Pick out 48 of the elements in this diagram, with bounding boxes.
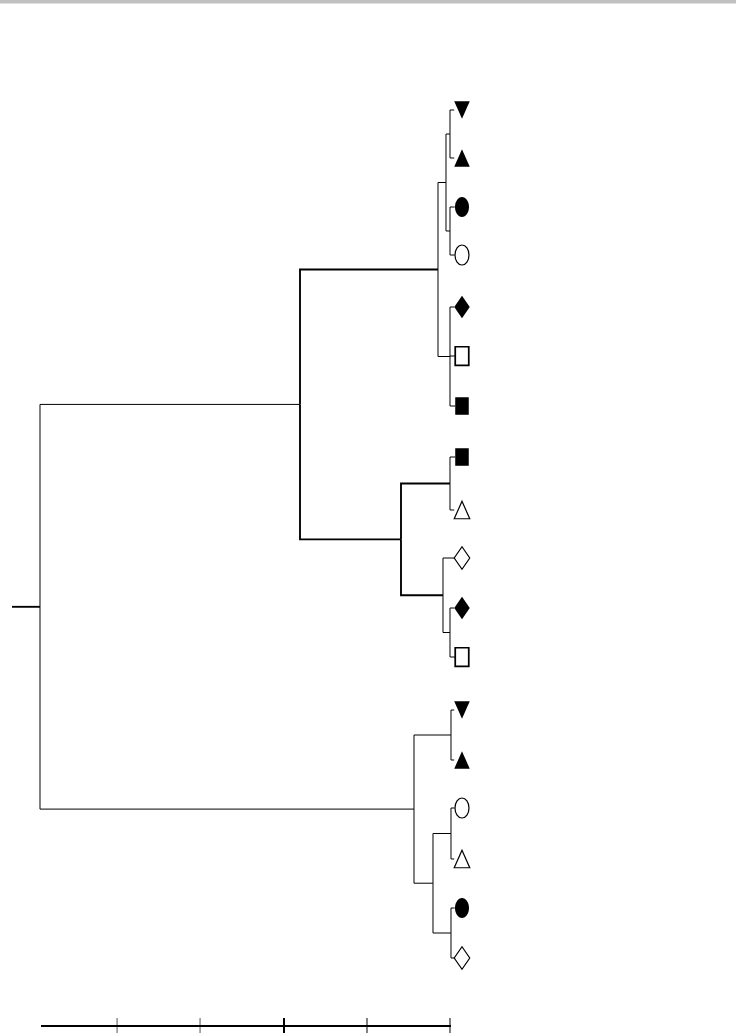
dendrogram-branch	[450, 734, 455, 761]
dendrogram-branch	[437, 269, 451, 357]
dendrogram-branch	[450, 833, 455, 860]
dendrogram-branch	[449, 356, 456, 407]
dendrogram-branch	[449, 109, 455, 135]
triangle-marker	[454, 149, 470, 167]
dendrogram-branch	[450, 709, 455, 736]
dendrogram-branch	[442, 594, 451, 633]
dendrogram-branch	[450, 907, 456, 934]
dendrogram-branch	[449, 607, 455, 633]
circle-marker	[454, 244, 470, 266]
dendrogram-branch	[449, 355, 456, 357]
dendrogram-branch	[432, 833, 452, 884]
dendrogram-branch	[11, 605, 41, 608]
dendrogram-branch	[445, 133, 451, 183]
inverted-triangle-marker	[454, 701, 470, 719]
circle-marker	[454, 797, 470, 819]
dendrogram-branch	[400, 538, 444, 597]
dendrogram-branch	[39, 606, 415, 810]
dendrogram-branch	[449, 206, 456, 232]
dot-marker	[455, 197, 469, 217]
dendrogram-branch	[39, 403, 301, 608]
dendrogram-branch	[449, 306, 455, 357]
square-marker	[454, 345, 470, 367]
dendrogram-branch	[413, 808, 434, 884]
square-marker	[455, 448, 469, 466]
diamond-marker	[454, 596, 470, 620]
dendrogram-branch	[449, 483, 455, 511]
dendrogram-branch	[445, 182, 451, 232]
diamond-marker	[454, 295, 470, 319]
square-marker	[455, 397, 469, 415]
dendrogram-branch	[299, 403, 402, 541]
dendrogram-branch	[449, 632, 456, 658]
square-marker	[454, 646, 470, 668]
dendrogram-branch	[400, 482, 451, 541]
dendrogram-branch	[299, 268, 439, 406]
triangle-marker	[454, 751, 470, 769]
dendrogram-branch	[413, 734, 452, 810]
dendrogram-branch	[450, 807, 456, 834]
dendrogram-branch	[450, 932, 455, 959]
dendrogram-branch	[432, 882, 452, 934]
dendrogram-branch	[449, 133, 455, 159]
inverted-triangle-marker	[454, 101, 470, 119]
dendrogram-branch	[437, 182, 447, 270]
dendrogram-branch	[442, 557, 455, 596]
dendrogram-branch	[449, 456, 456, 484]
dendrogram-branch	[449, 230, 456, 256]
dot-marker	[455, 898, 469, 918]
